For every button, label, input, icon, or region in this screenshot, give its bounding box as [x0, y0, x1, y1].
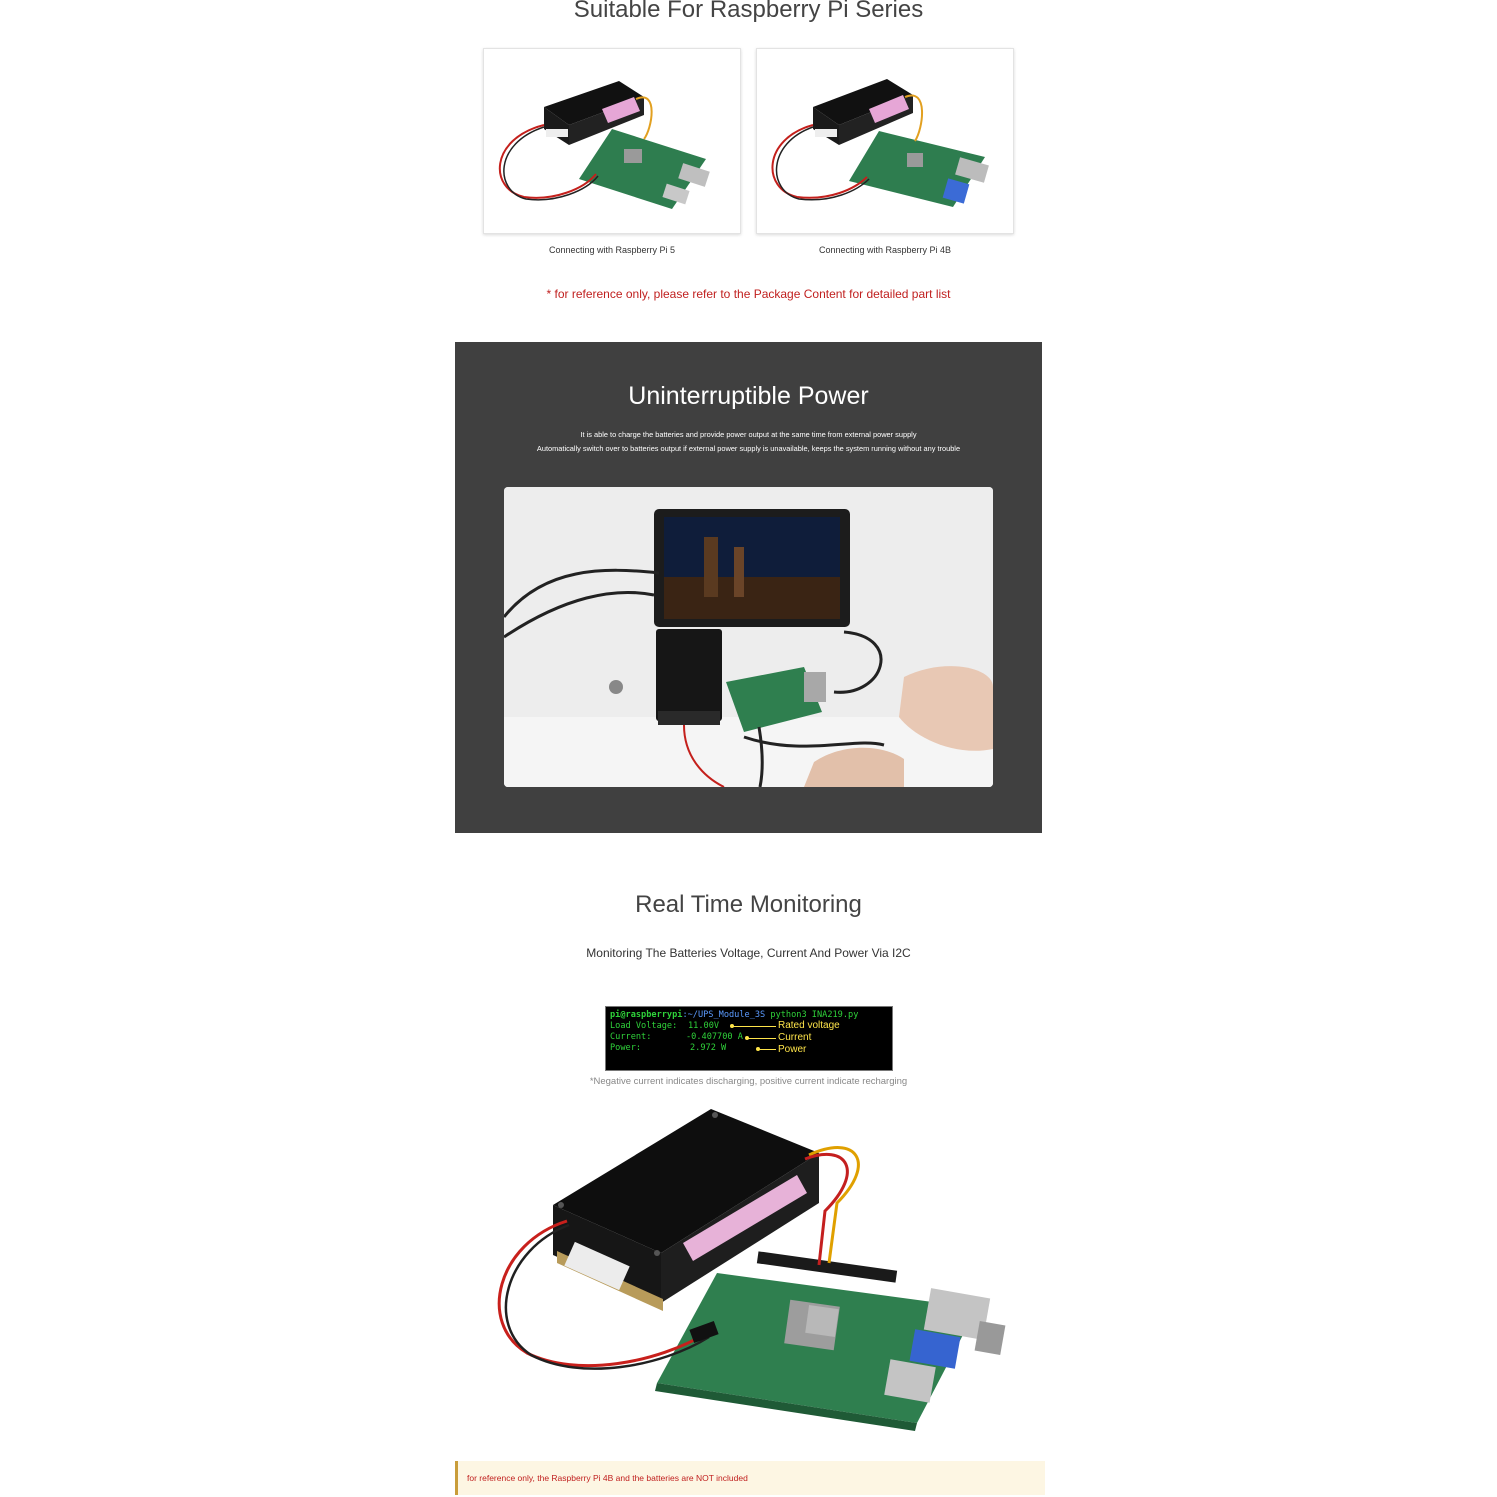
power-value: 2.972 W [690, 1043, 727, 1053]
reference-note: * for reference only, please refer to th… [546, 287, 951, 301]
prompt-path: :~/UPS_Module_3S [682, 1010, 766, 1020]
footer-note-bar [455, 1461, 1045, 1495]
footer-note: for reference only, the Raspberry Pi 4B … [467, 1473, 748, 1483]
pi5-connection-image [483, 48, 741, 234]
prompt-user: pi@raspberrypi [610, 1010, 683, 1020]
current-sign-note: *Negative current indicates discharging,… [589, 1076, 908, 1087]
voltage-pointer-line [732, 1026, 776, 1027]
voltage-label: Load Voltage: [610, 1021, 678, 1031]
monitoring-subtitle: Monitoring The Batteries Voltage, Curren… [586, 946, 911, 960]
prompt-command: python3 INA219.py [765, 1010, 859, 1020]
ups-module-pi4b-photo [457, 1093, 1042, 1458]
monitoring-section-title: Real Time Monitoring [635, 891, 862, 918]
pi4b-connection-image [756, 48, 1014, 234]
power-description-line-1: It is able to charge the batteries and p… [580, 430, 917, 439]
power-description-line-2: Automatically switch over to batteries o… [536, 444, 961, 453]
pi5-caption: Connecting with Raspberry Pi 5 [548, 245, 676, 255]
voltage-value: 11.00V [688, 1021, 720, 1031]
current-label: Current: [610, 1032, 652, 1042]
current-pointer-line [747, 1038, 776, 1039]
power-pointer-line [758, 1049, 776, 1050]
voltage-row: Load Voltage: [610, 1021, 677, 1032]
terminal-prompt: pi@raspberrypi:~/UPS_Module_3S python3 I… [610, 1010, 858, 1021]
power-label: Power: [610, 1043, 642, 1053]
pi4b-caption: Connecting with Raspberry Pi 4B [818, 245, 952, 255]
ups-demo-photo [504, 487, 993, 787]
power-section-title: Uninterruptible Power [628, 382, 869, 410]
terminal-output: pi@raspberrypi:~/UPS_Module_3S python3 I… [605, 1006, 893, 1071]
current-tag: Current [778, 1032, 812, 1043]
compat-section-title: Suitable For Raspberry Pi Series [573, 0, 924, 23]
voltage-tag: Rated voltage [778, 1020, 840, 1031]
power-row: Power: [610, 1043, 641, 1054]
current-row: Current: [610, 1032, 651, 1043]
power-tag: Power [778, 1044, 807, 1055]
current-value: -0.407700 A [686, 1032, 743, 1042]
